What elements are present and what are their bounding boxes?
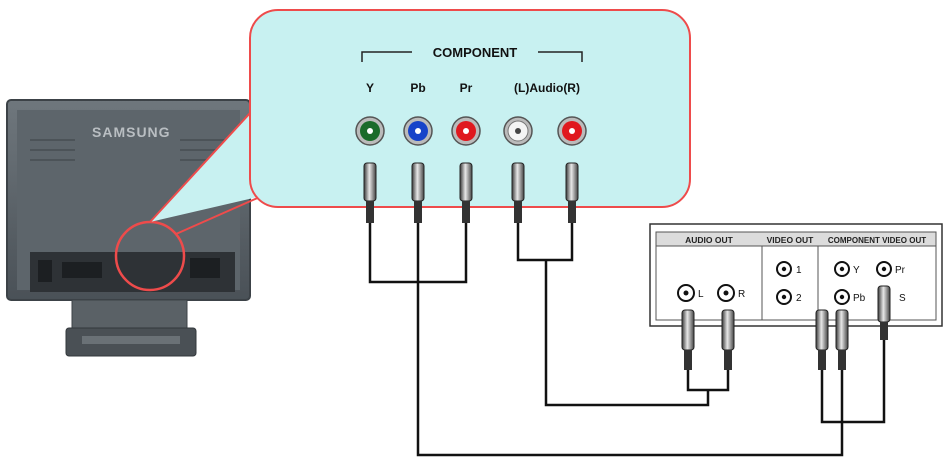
audio-out-r-label: R	[738, 289, 745, 300]
plug-audio-left	[511, 162, 525, 223]
section-video-out: VIDEO OUT	[767, 235, 815, 245]
cables	[368, 223, 886, 457]
plug-pb	[411, 162, 425, 223]
cable-pb-run	[416, 223, 844, 457]
jack-label-y: Y	[366, 81, 374, 95]
jack-audio-right	[557, 116, 587, 146]
monitor-brand-logo: SAMSUNG	[92, 124, 171, 140]
video-out-2-label: 2	[796, 293, 802, 304]
monitor-rear: SAMSUNG	[6, 99, 251, 357]
jack-audio-left	[503, 116, 533, 146]
device-plug-audio-r	[721, 309, 735, 370]
audio-out-l-label: L	[698, 289, 704, 300]
component-out-s-label: S	[899, 293, 906, 304]
jack-pr	[451, 116, 481, 146]
jack-label-pr: Pr	[460, 81, 473, 95]
section-component-out: COMPONENT VIDEO OUT	[828, 236, 926, 245]
cable-audio-bundle	[516, 223, 574, 262]
device-plug-component-b	[835, 309, 849, 370]
device-panel: AUDIO OUT VIDEO OUT COMPONENT VIDEO OUT …	[649, 223, 943, 327]
component-out-pr-label: Pr	[895, 265, 906, 276]
jack-pb	[403, 116, 433, 146]
jack-y	[355, 116, 385, 146]
component-group-label: COMPONENT	[433, 45, 518, 60]
jack-label-audio: (L)Audio(R)	[514, 81, 580, 95]
plug-pr	[459, 162, 473, 223]
cable-audio-run	[544, 260, 710, 407]
device-plug-component-pr	[877, 285, 891, 340]
video-out-1-label: 1	[796, 265, 802, 276]
cable-component-device	[820, 340, 886, 424]
callout-bubble: COMPONENT Y Pb Pr (L)Audio(R)	[249, 9, 691, 208]
jack-label-pb: Pb	[410, 81, 425, 95]
component-out-pb-label: Pb	[853, 293, 866, 304]
plug-audio-right	[565, 162, 579, 223]
device-plug-component-a	[815, 309, 829, 370]
section-audio-out: AUDIO OUT	[685, 235, 734, 245]
cable-audio-device-pair	[686, 370, 730, 392]
component-out-y-label: Y	[853, 265, 860, 276]
device-plug-audio-l	[681, 309, 695, 370]
plug-y	[363, 162, 377, 223]
